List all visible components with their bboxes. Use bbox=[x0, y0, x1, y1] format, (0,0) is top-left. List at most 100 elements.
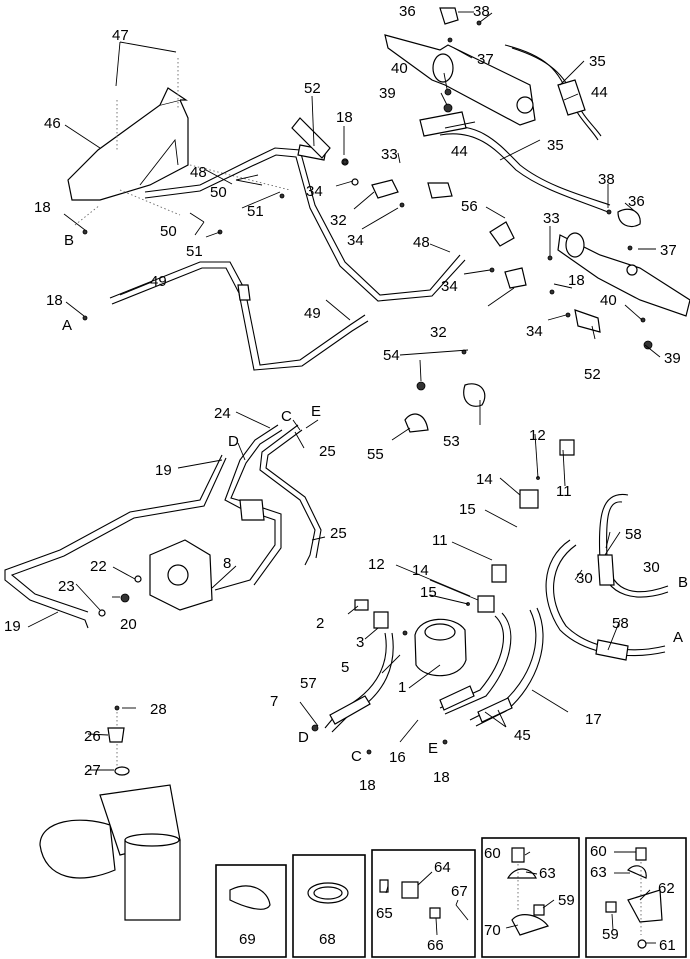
callout-label: 62 bbox=[658, 880, 675, 897]
callout-label: 8 bbox=[223, 555, 231, 572]
callout-label: 63 bbox=[539, 865, 556, 882]
callout-label: 34 bbox=[441, 278, 458, 295]
callout-label: 19 bbox=[155, 462, 172, 479]
callout-label: 5 bbox=[341, 659, 349, 676]
callout-label: 18 bbox=[34, 199, 51, 216]
callout-label: 20 bbox=[120, 616, 137, 633]
callout-label: 54 bbox=[383, 347, 400, 364]
hose-35 bbox=[419, 44, 611, 213]
callout-label: 11 bbox=[432, 532, 448, 549]
callout-label: 59 bbox=[558, 892, 575, 909]
callout-label: 46 bbox=[44, 115, 61, 132]
callout-label: 18 bbox=[46, 292, 63, 309]
callout-label: 48 bbox=[190, 164, 207, 181]
callout-label: 12 bbox=[368, 556, 385, 573]
callout-label: 25 bbox=[319, 443, 336, 460]
callout-label: 64 bbox=[434, 859, 451, 876]
callout-label: 65 bbox=[376, 905, 393, 922]
callout-label: 17 bbox=[585, 711, 602, 728]
callout-label: 59 bbox=[602, 926, 619, 943]
pump-assembly bbox=[39, 705, 181, 921]
callout-label: A bbox=[62, 317, 72, 334]
callout-label: 51 bbox=[247, 203, 264, 220]
callout-label: 58 bbox=[625, 526, 642, 543]
callout-label: 50 bbox=[160, 223, 177, 240]
callout-label: 11 bbox=[556, 483, 572, 500]
callout-label: D bbox=[228, 433, 239, 450]
callout-label: 16 bbox=[389, 749, 406, 766]
callout-label: 45 bbox=[514, 727, 531, 744]
callout-label: E bbox=[311, 403, 321, 420]
callout-label: 38 bbox=[598, 171, 615, 188]
callout-label: 36 bbox=[628, 193, 645, 210]
callout-label: 44 bbox=[591, 84, 608, 101]
callout-label: 53 bbox=[443, 433, 460, 450]
callout-label: 23 bbox=[58, 578, 75, 595]
callout-label: 24 bbox=[214, 405, 231, 422]
callout-label: 18 bbox=[568, 272, 585, 289]
callout-label: 37 bbox=[477, 51, 494, 68]
small-parts-top bbox=[82, 7, 653, 350]
callout-label: 34 bbox=[306, 183, 323, 200]
callout-label: 33 bbox=[381, 146, 398, 163]
callout-label: 39 bbox=[664, 350, 681, 367]
callout-label: 35 bbox=[547, 137, 564, 154]
tubes-48-49 bbox=[109, 117, 466, 371]
callout-label: 18 bbox=[433, 769, 450, 786]
callout-label: 14 bbox=[412, 562, 429, 579]
callout-label: 50 bbox=[210, 184, 227, 201]
callout-label: 25 bbox=[330, 525, 347, 542]
hoses-17-45 bbox=[439, 607, 544, 727]
callout-label: 34 bbox=[526, 323, 543, 340]
hoses-30-58 bbox=[545, 493, 669, 661]
callout-label: 14 bbox=[476, 471, 493, 488]
callout-label: 7 bbox=[270, 693, 278, 710]
callout-label: 40 bbox=[600, 292, 617, 309]
callout-label: 3 bbox=[356, 634, 364, 651]
callout-label: 69 bbox=[239, 931, 256, 948]
callout-label: 15 bbox=[420, 584, 437, 601]
callout-label: 66 bbox=[427, 937, 444, 954]
callout-label: C bbox=[351, 748, 362, 765]
detail-box-59-63 bbox=[585, 837, 687, 958]
callout-label: B bbox=[64, 232, 74, 249]
callout-label: 70 bbox=[484, 922, 501, 939]
callout-label: 58 bbox=[612, 615, 629, 632]
bracket-46 bbox=[67, 87, 189, 201]
callout-label: C bbox=[281, 408, 292, 425]
callout-label: 67 bbox=[451, 883, 468, 900]
callout-label: 68 bbox=[319, 931, 336, 948]
callout-label: 32 bbox=[430, 324, 447, 341]
cylinder-top bbox=[384, 34, 536, 126]
callout-label: 30 bbox=[576, 570, 593, 587]
callout-label: D bbox=[298, 729, 309, 746]
callout-label: 18 bbox=[336, 109, 353, 126]
hose-5-57 bbox=[324, 632, 394, 733]
callout-label: 49 bbox=[150, 273, 167, 290]
clamp-53-assembly bbox=[404, 349, 486, 433]
leader-lines bbox=[27, 11, 661, 944]
callout-label: 34 bbox=[347, 232, 364, 249]
callout-label: E bbox=[428, 740, 438, 757]
callout-label: 30 bbox=[643, 559, 660, 576]
callout-label: B bbox=[678, 574, 688, 591]
callout-label: 22 bbox=[90, 558, 107, 575]
detail-box-69 bbox=[215, 864, 287, 958]
callout-label: 40 bbox=[391, 60, 408, 77]
callout-label: 61 bbox=[659, 937, 676, 954]
lines-19-24-25 bbox=[4, 424, 322, 629]
callout-label: 51 bbox=[186, 243, 203, 260]
fittings-middle bbox=[311, 439, 575, 755]
callout-label: 49 bbox=[304, 305, 321, 322]
callout-label: 44 bbox=[451, 143, 468, 160]
callout-label: 48 bbox=[413, 234, 430, 251]
detail-box-68 bbox=[292, 854, 366, 958]
callout-label: 52 bbox=[304, 80, 321, 97]
callout-label: 19 bbox=[4, 618, 21, 635]
callout-label: 63 bbox=[590, 864, 607, 881]
callout-label: 57 bbox=[300, 675, 317, 692]
steering-unit-1 bbox=[414, 618, 467, 677]
